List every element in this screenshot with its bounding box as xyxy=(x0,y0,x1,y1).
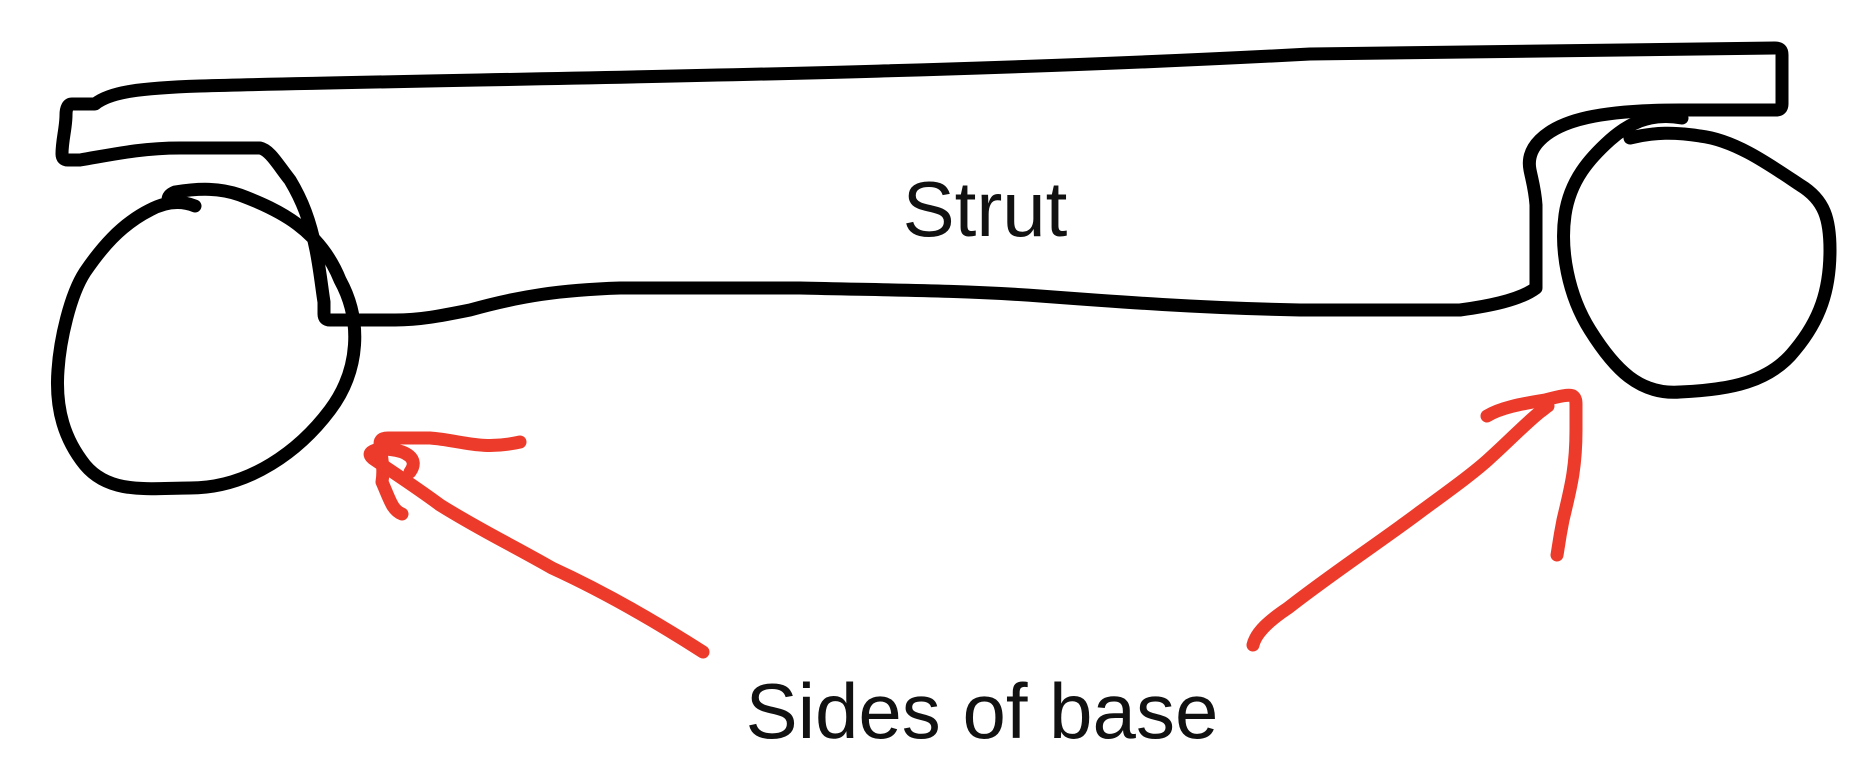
right-base-side xyxy=(1557,109,1837,399)
right-arrow-head xyxy=(1480,388,1583,562)
left-arrow-head xyxy=(373,431,527,521)
strut-label: Strut xyxy=(903,165,1068,253)
left-base-side xyxy=(51,182,362,496)
strut-outline xyxy=(55,41,1789,327)
sides-of-base-label: Sides of base xyxy=(746,667,1219,755)
left-arrow-shaft xyxy=(363,442,710,659)
right-arrow-shaft xyxy=(1246,399,1555,652)
